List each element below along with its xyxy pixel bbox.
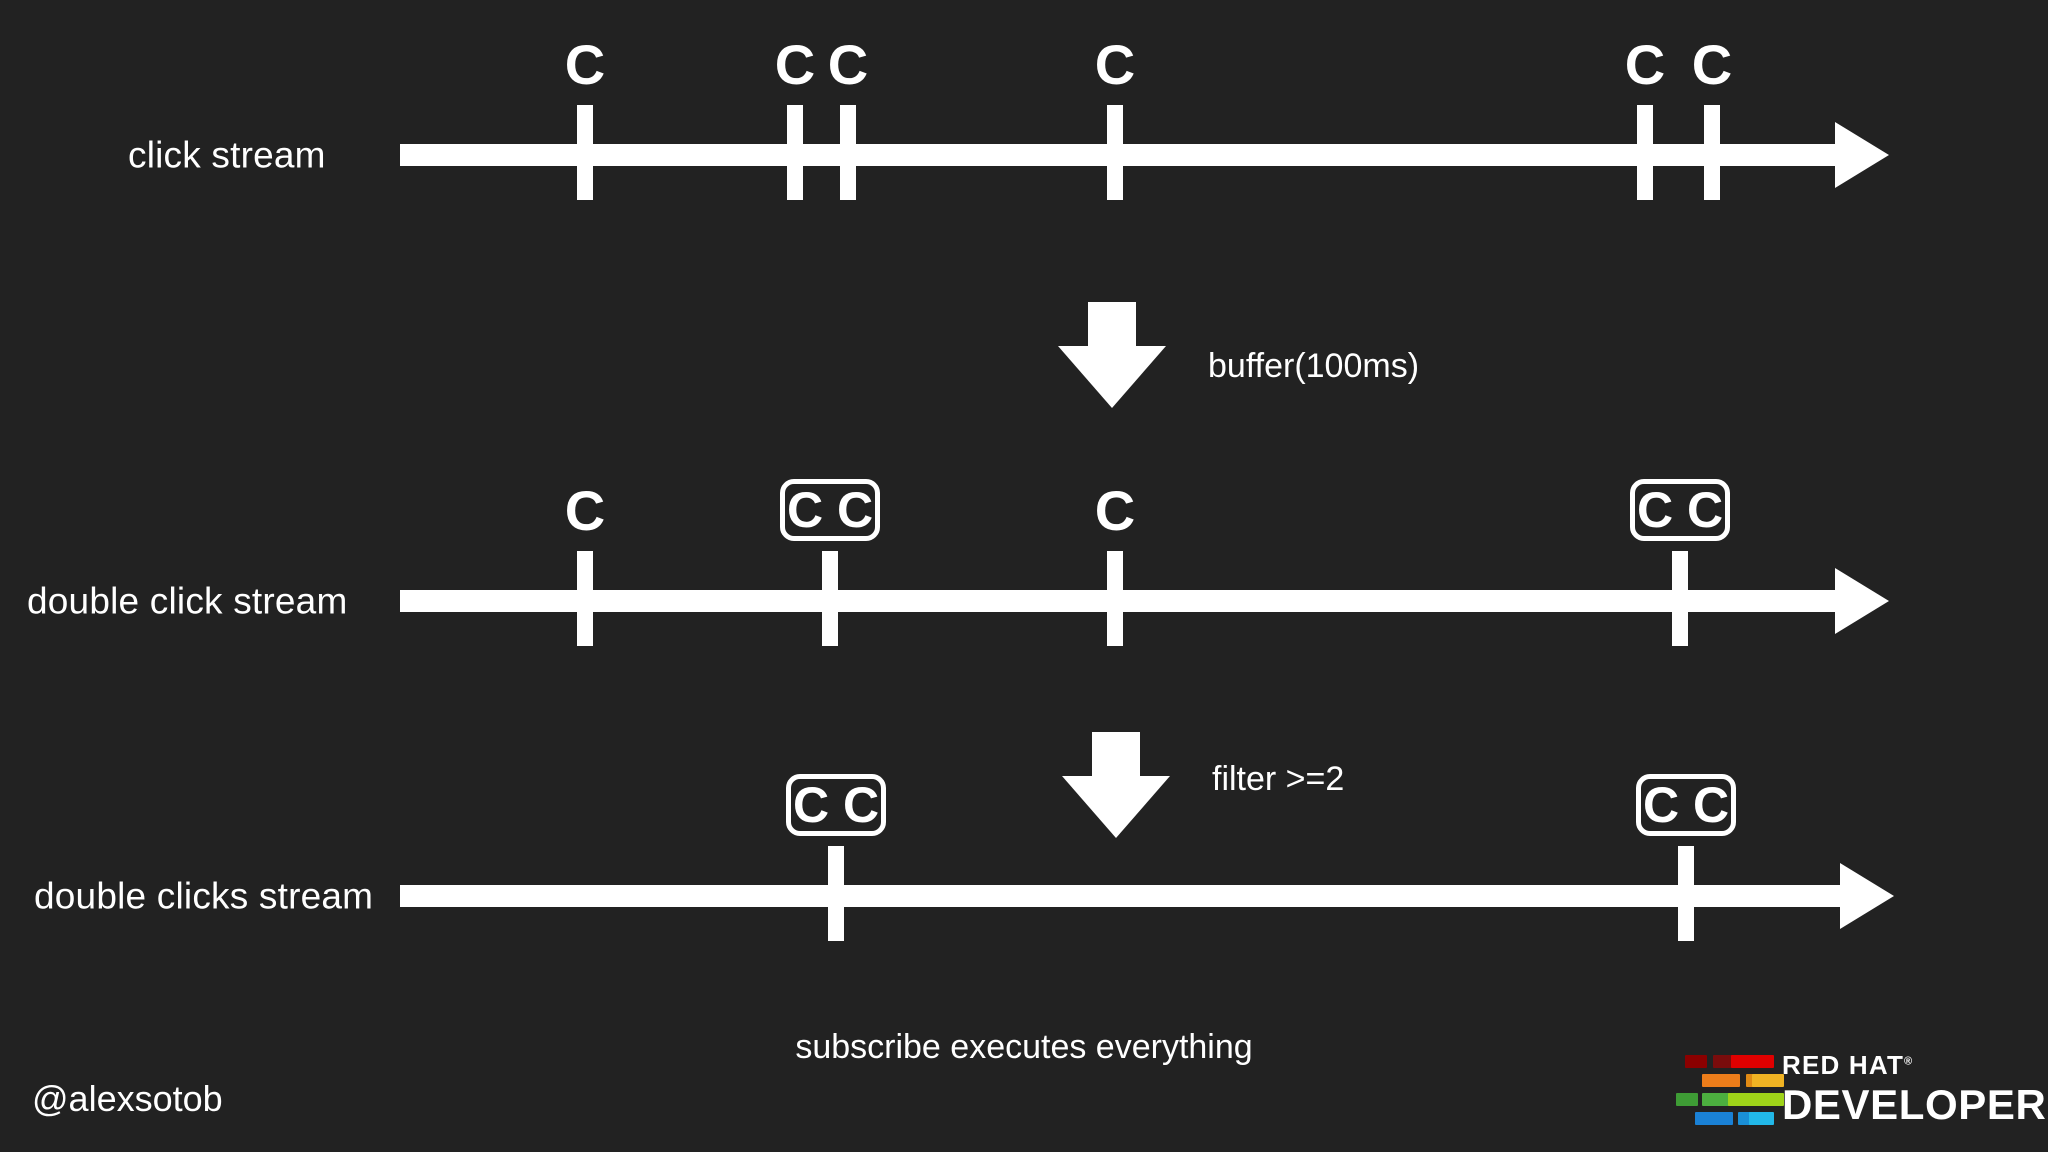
- subscribe-note: subscribe executes everything: [795, 1028, 1253, 1066]
- buffered-click-group-marker: C C: [1636, 774, 1736, 836]
- logo-bar: [1728, 1093, 1784, 1106]
- click-event-marker: C: [774, 33, 816, 96]
- click-event-marker: C: [1094, 33, 1136, 96]
- click-event-marker: C: [1624, 33, 1666, 96]
- logo-red-hat-text: RED HAT®: [1782, 1052, 2046, 1078]
- logo-bar: [1695, 1112, 1733, 1125]
- stream-label: double click stream: [27, 580, 348, 622]
- timeline-tick: [787, 105, 803, 200]
- logo-bar: [1731, 1055, 1774, 1068]
- arrow-head: [1062, 776, 1170, 838]
- operator-label-buffer: buffer(100ms): [1208, 347, 1420, 385]
- stream-label: click stream: [128, 134, 326, 176]
- timeline-arrowhead-icon: [1835, 568, 1889, 634]
- timeline-tick: [1637, 105, 1653, 200]
- timeline-tick: [577, 105, 593, 200]
- timeline-arrowhead-icon: [1840, 863, 1894, 929]
- buffered-click-group-marker: C C: [780, 479, 880, 541]
- timeline-tick: [840, 105, 856, 200]
- logo-red-hat-label: RED HAT: [1782, 1050, 1905, 1080]
- timeline-tick: [1704, 105, 1720, 200]
- arrow-head: [1058, 346, 1166, 408]
- logo-wordmark: RED HAT® DEVELOPER: [1782, 1052, 2046, 1126]
- logo-bar: [1685, 1055, 1707, 1068]
- click-event-marker: C: [564, 479, 606, 542]
- operator-arrow-down-icon: [1061, 732, 1171, 842]
- logo-bar: [1676, 1093, 1698, 1106]
- arrow-shaft: [1092, 732, 1140, 778]
- timeline-axis: [400, 885, 1840, 907]
- click-event-marker: C: [564, 33, 606, 96]
- timeline-tick: [1672, 551, 1688, 646]
- click-event-marker: C: [1094, 479, 1136, 542]
- operator-label-filter: filter >=2: [1212, 760, 1345, 798]
- timeline-arrowhead-icon: [1835, 122, 1889, 188]
- red-hat-bars-icon: [1676, 1053, 1784, 1125]
- buffered-click-group-label: C C: [786, 482, 874, 538]
- buffered-click-group-label: C C: [1642, 777, 1730, 833]
- author-handle: @alexsotob: [32, 1078, 223, 1119]
- click-event-marker: C: [1691, 33, 1733, 96]
- timeline-tick: [1678, 846, 1694, 941]
- operator-arrow-down-icon: [1057, 302, 1167, 412]
- arrow-shaft: [1088, 302, 1136, 348]
- registered-mark-icon: ®: [1904, 1055, 1914, 1068]
- buffered-click-group-marker: C C: [1630, 479, 1730, 541]
- red-hat-developer-logo: RED HAT® DEVELOPER: [1676, 1052, 2046, 1126]
- timeline-tick: [577, 551, 593, 646]
- buffered-click-group-label: C C: [1636, 482, 1724, 538]
- stream-label: double clicks stream: [34, 875, 374, 917]
- timeline-tick: [822, 551, 838, 646]
- timeline-tick: [828, 846, 844, 941]
- logo-developer-label: DEVELOPER: [1782, 1081, 2047, 1128]
- logo-bar: [1752, 1074, 1784, 1087]
- buffered-click-group-label: C C: [792, 777, 880, 833]
- logo-bar: [1749, 1112, 1774, 1125]
- timeline-tick: [1107, 105, 1123, 200]
- buffered-click-group-marker: C C: [786, 774, 886, 836]
- click-event-marker: C: [827, 33, 869, 96]
- timeline-tick: [1107, 551, 1123, 646]
- logo-bar: [1702, 1074, 1740, 1087]
